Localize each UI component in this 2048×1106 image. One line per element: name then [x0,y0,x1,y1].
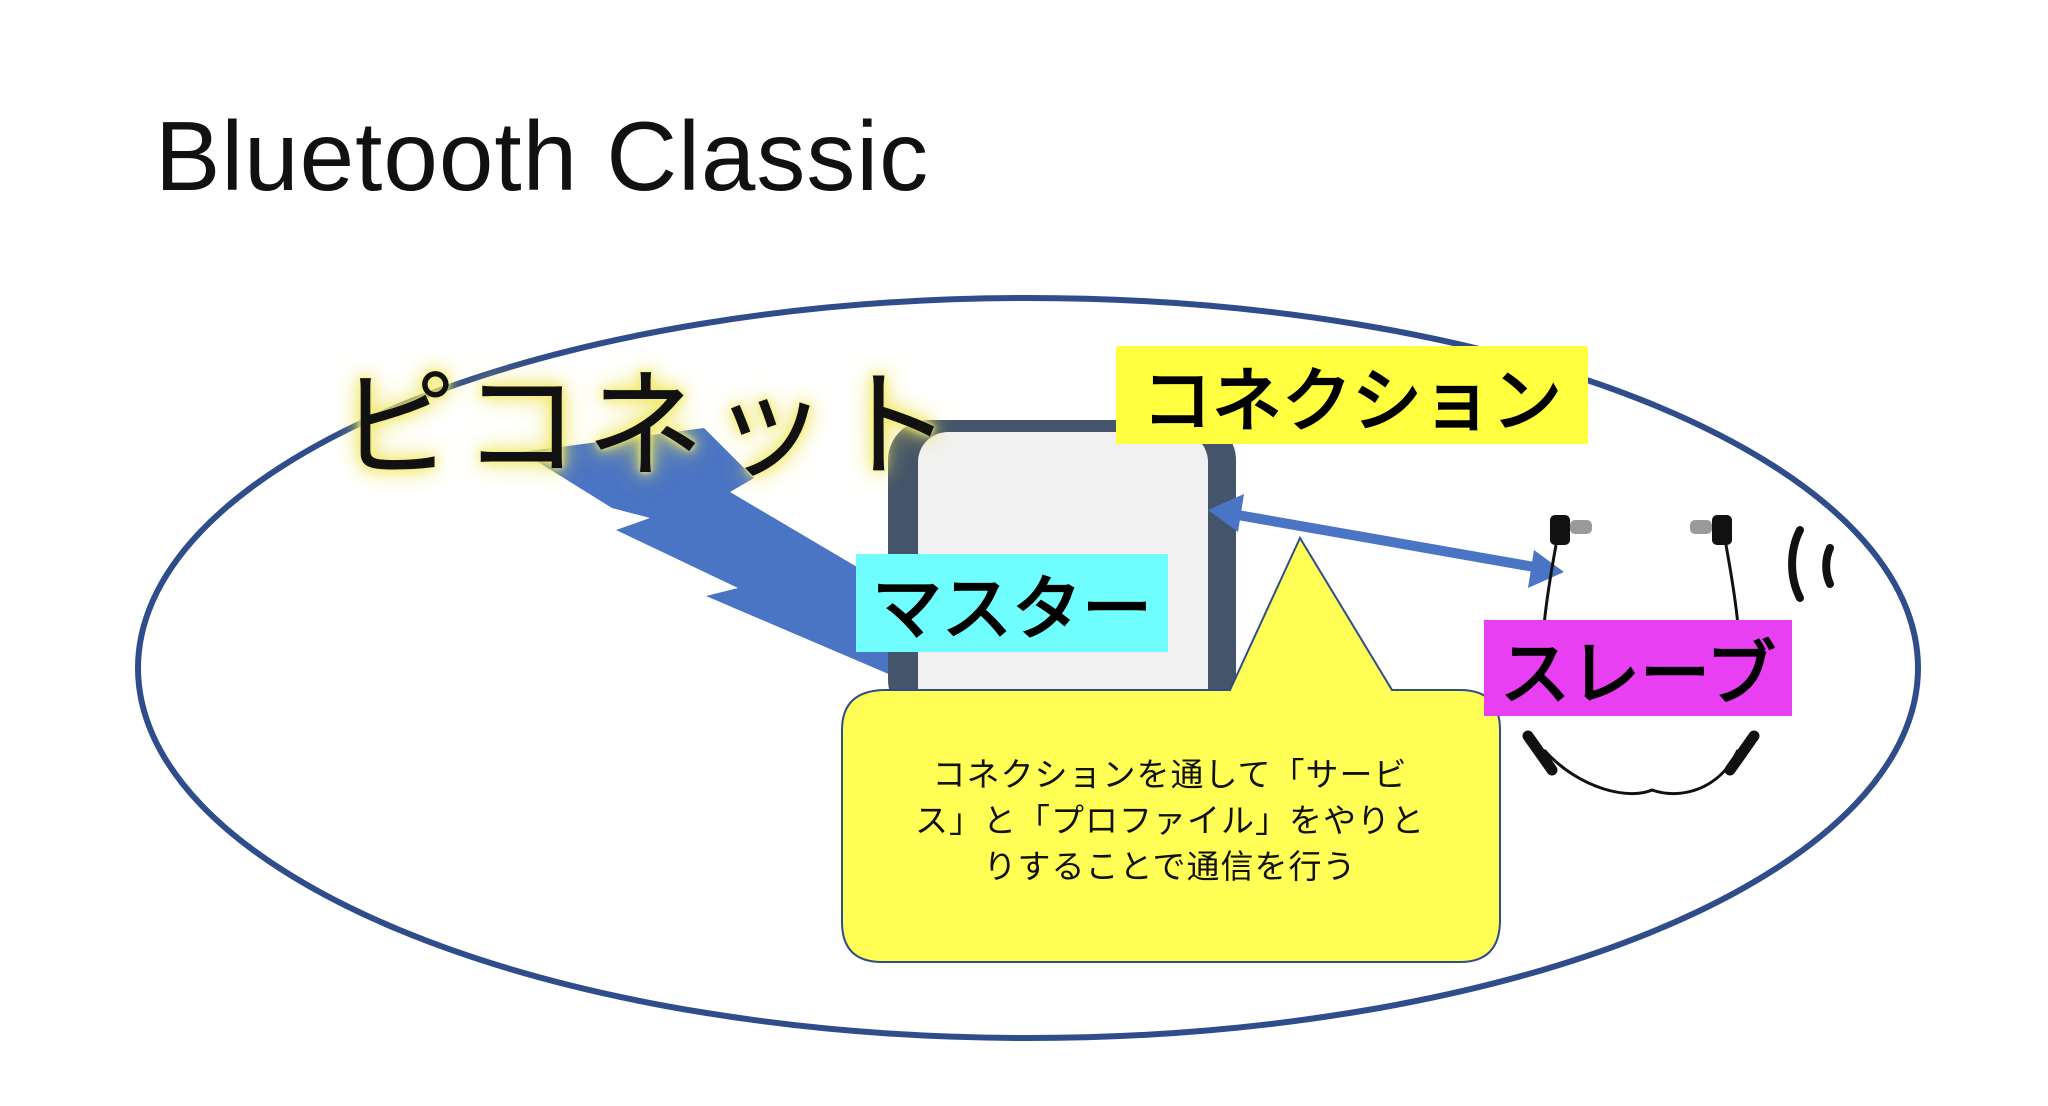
callout-line-2: ス」と「プロファイル」をやりと [915,801,1425,840]
wave-icon [1788,526,1834,602]
lightning-icon [522,428,912,684]
page-title: Bluetooth Classic [155,101,930,211]
connection-label: コネクション [1116,346,1588,444]
callout-line-3: りすることで通信を行う [983,847,1357,886]
connection-arrow [1208,494,1564,588]
callout-line-1: コネクションを通して「サービ [932,755,1408,794]
master-label: マスター [856,554,1168,652]
slave-label: スレーブ [1484,620,1792,716]
piconet-label: ピコネット [338,357,959,495]
piconet-ellipse [135,295,1921,1041]
callout-text: コネクションを通して「サービ ス」と「プロファイル」をやりと りすることで通信を… [860,752,1480,890]
